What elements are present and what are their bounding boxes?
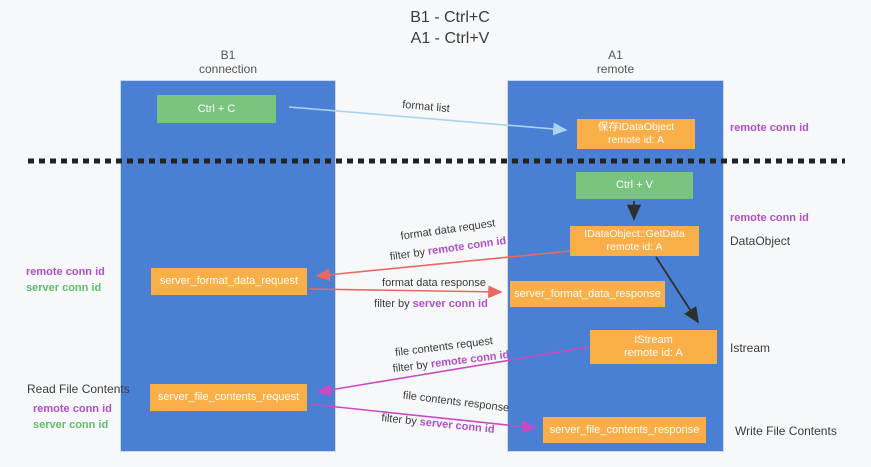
remote-conn-id-annotation-left-2: remote conn id: [33, 403, 112, 415]
getdata-line1: IDataObject::GetData: [584, 228, 685, 240]
remote-conn-id-annotation-left-1: remote conn id: [26, 266, 105, 278]
title-line-1: B1 - Ctrl+C: [410, 9, 490, 26]
server-conn-id-keyword: server conn id: [419, 416, 496, 436]
ctrl-c-label: Ctrl + C: [197, 102, 236, 115]
server-format-data-request-node: server_format_data_request: [151, 268, 307, 295]
ctrl-v-node: Ctrl + V: [576, 172, 693, 199]
remote-conn-id-annotation-top: remote conn id: [730, 122, 809, 134]
server-file-contents-response-label: server_file_contents_response: [549, 423, 700, 436]
write-file-contents-annotation: Write File Contents: [735, 424, 837, 438]
dataobject-annotation: DataObject: [730, 234, 791, 248]
saved-idataobject-line2: remote id: A: [607, 134, 665, 146]
title-line-2: A1 - Ctrl+V: [410, 30, 490, 47]
format-data-response-label: format data response: [382, 277, 486, 289]
filter-prefix: filter by: [374, 298, 410, 310]
server-format-data-request-label: server_format_data_request: [159, 275, 299, 287]
istream-annotation: Istream: [730, 341, 771, 355]
server-file-contents-response-node: server_file_contents_response: [543, 417, 706, 443]
file-contents-response-label: file contents response: [402, 389, 510, 415]
remote-conn-id-keyword: remote conn id: [427, 234, 507, 258]
right-column-title: A1: [608, 48, 623, 62]
server-format-data-response-node: server_format_data_response: [510, 281, 665, 307]
ctrl-c-node: Ctrl + C: [157, 95, 276, 123]
server-file-contents-request-label: server_file_contents_request: [157, 391, 300, 403]
server-conn-id-annotation-left-2: server conn id: [33, 419, 109, 431]
ctrl-v-label: Ctrl + V: [616, 179, 653, 191]
istream-node: IStream remote id: A: [590, 330, 717, 364]
read-file-contents-annotation: Read File Contents: [27, 382, 130, 396]
server-format-data-response-label: server_format_data_response: [514, 287, 661, 300]
istream-line1: IStream: [634, 334, 673, 346]
istream-line2: remote id: A: [624, 347, 683, 359]
remote-conn-id-annotation-mid: remote conn id: [730, 212, 809, 224]
idataobject-getdata-node: IDataObject::GetData remote id: A: [570, 226, 699, 256]
right-column-header: A1 remote: [507, 48, 724, 76]
filter-prefix: filter by: [389, 246, 426, 264]
diagram-title: B1 - Ctrl+C A1 - Ctrl+V: [330, 7, 570, 49]
filter-prefix: filter by: [380, 412, 418, 428]
right-column-subtitle: remote: [596, 62, 635, 76]
server-conn-id-annotation-left-1: server conn id: [26, 282, 102, 294]
filter-prefix: filter by: [392, 358, 429, 376]
getdata-line2: remote id: A: [606, 241, 663, 253]
server-conn-id-keyword: server conn id: [412, 298, 488, 310]
left-column-subtitle: connection: [198, 62, 258, 76]
format-list-label: format list: [401, 98, 451, 116]
saved-idataobject-line1: 保存IDataObject: [597, 121, 675, 133]
left-column-header: B1 connection: [120, 48, 336, 76]
left-column-title: B1: [220, 48, 236, 62]
saved-idataobject-node: 保存IDataObject remote id: A: [577, 119, 695, 149]
format-data-response-arrow: [308, 285, 503, 299]
server-file-contents-request-node: server_file_contents_request: [150, 384, 307, 411]
